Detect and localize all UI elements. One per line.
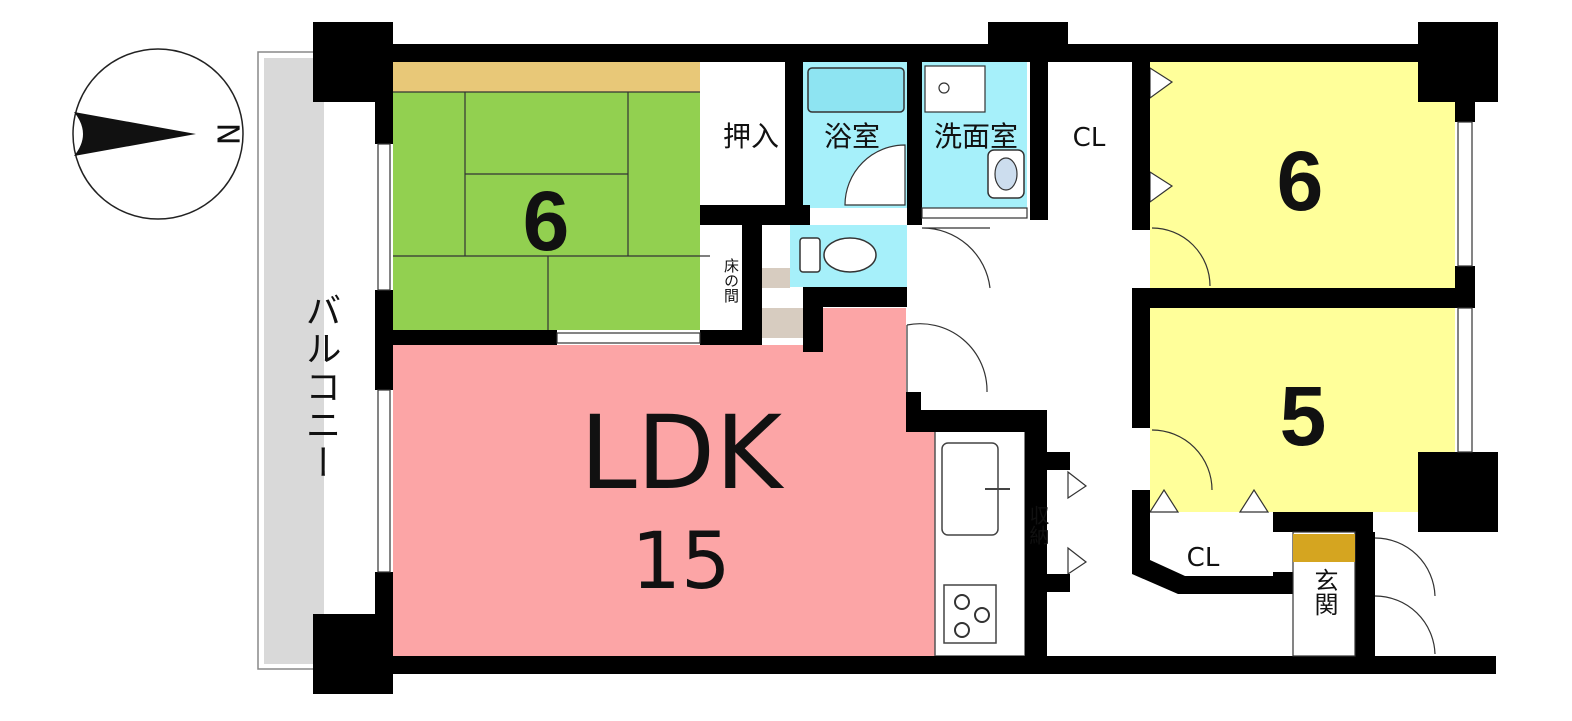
bath-label: 浴室	[824, 120, 880, 153]
balcony-label: バルコニー	[300, 292, 341, 482]
balcony-floor	[264, 58, 324, 664]
windows	[377, 121, 1473, 573]
tatami-lines	[393, 91, 710, 330]
compass: N	[72, 48, 245, 220]
bedroom-2-floor-right	[1418, 308, 1455, 452]
bedroom-1-floor	[1150, 62, 1455, 288]
tokonoma-floor	[710, 218, 742, 328]
north-arrow-icon	[74, 112, 196, 156]
entrance-label: 玄関	[1310, 568, 1338, 616]
stove	[943, 584, 997, 644]
washitsu-tatami	[393, 62, 700, 330]
washroom-label: 洗面室	[934, 120, 1018, 153]
toilet-icon	[799, 237, 877, 273]
pipe-shaft	[761, 268, 790, 288]
washer-space	[924, 65, 986, 113]
pipe-shaft-2	[761, 308, 803, 338]
bedroom-2-size: 5	[1280, 369, 1327, 463]
storage-label: 収納	[1026, 505, 1050, 545]
bathtub	[807, 67, 905, 113]
closet-bottom-label: CL	[1187, 543, 1220, 573]
oshiire-label: 押入	[723, 120, 779, 153]
compass-north-letter: N	[210, 123, 245, 145]
closet-top-label: CL	[1073, 123, 1106, 153]
bedroom-1-size: 6	[1277, 134, 1324, 228]
washitsu-size: 6	[523, 174, 570, 268]
tatami-edge	[393, 62, 700, 92]
ldk-size: 15	[631, 517, 730, 607]
door-swings	[906, 227, 1436, 655]
balcony: バルコニー	[257, 51, 341, 670]
bedroom-2-floor	[1150, 308, 1418, 512]
shoe-box	[1293, 534, 1355, 562]
bath-door-swing	[844, 144, 906, 206]
closet-doors	[1067, 66, 1270, 576]
oshiire-floor	[700, 62, 785, 210]
tokonoma-label: 床の間	[722, 258, 740, 304]
walls	[313, 22, 1498, 694]
ldk-name: LDK	[580, 394, 785, 513]
ldk-floor	[393, 308, 1025, 656]
